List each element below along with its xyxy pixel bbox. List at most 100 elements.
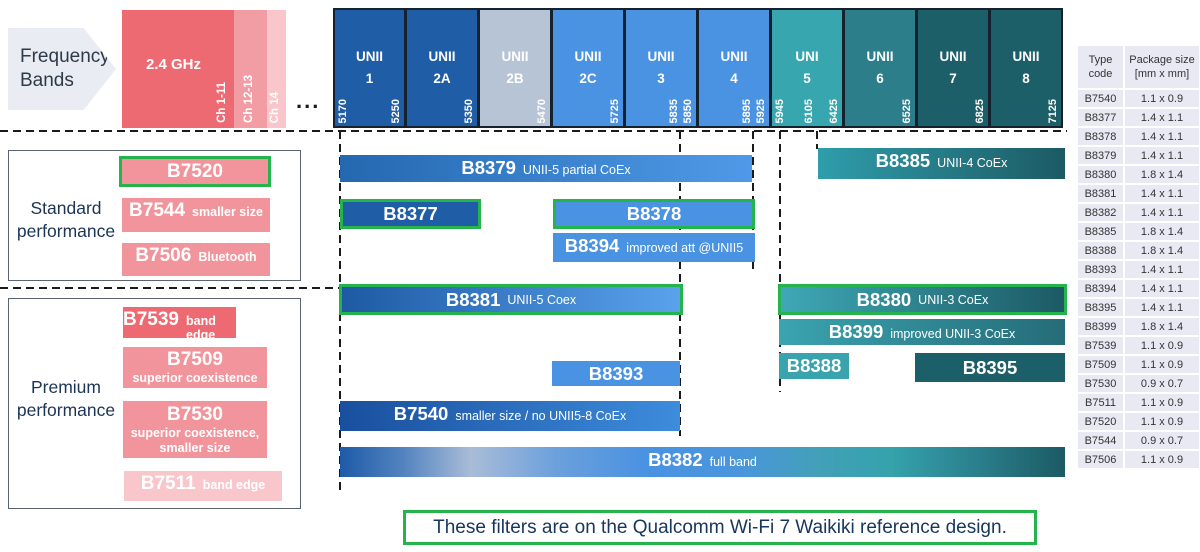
filter-bar-b8380: B8380 UNII-3 CoEx	[778, 284, 1067, 315]
dashed-line-horizontal-groups	[0, 287, 342, 289]
premium-performance-label: Premium performance	[16, 377, 116, 420]
table-cell-package-size: 1.4 x 1.1	[1125, 128, 1199, 145]
table-cell-type-code: B7544	[1078, 432, 1123, 449]
table-cell-package-size: 1.1 x 0.9	[1125, 356, 1199, 373]
filter-bar-b7540: B7540 smaller size / no UNII5-8 CoEx	[340, 401, 680, 431]
band-2-4ghz-label: 2.4 GHz	[146, 56, 202, 73]
channel-label-12-13: Ch 12-13	[243, 75, 255, 123]
freq-label: 5250	[390, 98, 402, 123]
table-cell-type-code: B8394	[1078, 280, 1123, 297]
freq-label: 5350	[463, 98, 475, 123]
table-row: B8381 1.4 x 1.1	[1078, 185, 1199, 202]
filter-bar-b8399: B8399 improved UNII-3 CoEx	[779, 319, 1065, 345]
footnote-text: These filters are on the Qualcomm Wi-Fi …	[433, 516, 1007, 538]
filter-b7509: B7509 superior coexistence	[123, 347, 267, 388]
table-row: B7506 1.1 x 0.9	[1078, 451, 1199, 468]
table-cell-type-code: B8388	[1078, 242, 1123, 259]
freq-label: 6825	[974, 98, 986, 123]
channel-label-14: Ch 14	[269, 91, 281, 123]
footnote-box: These filters are on the Qualcomm Wi-Fi …	[403, 510, 1037, 545]
freq-label: 6105	[803, 98, 815, 123]
table-cell-package-size: 1.4 x 1.1	[1125, 204, 1199, 221]
band-2-4ghz-ch12-13-segment	[234, 10, 267, 128]
filter-b7520: B7520	[119, 156, 271, 187]
table-cell-package-size: 1.4 x 1.1	[1125, 109, 1199, 126]
freq-label: 5470	[536, 98, 548, 123]
filter-bar-b8381: B8381 UNII-5 Coex	[339, 284, 683, 315]
table-cell-type-code: B8395	[1078, 299, 1123, 316]
filter-bar-b8394: B8394 improved att @UNII5	[553, 233, 755, 262]
filter-bar-b8382: B8382 full band	[340, 447, 1065, 477]
filter-b7539: B7539 band edge	[123, 307, 236, 342]
filter-b7530: B7530 superior coexistence, smaller size	[123, 401, 267, 458]
standard-performance-label: Standard performance	[16, 198, 116, 241]
table-row: B7520 1.1 x 0.9	[1078, 413, 1199, 430]
table-row: B8395 1.4 x 1.1	[1078, 299, 1199, 316]
table-cell-package-size: 1.4 x 1.1	[1125, 185, 1199, 202]
table-row: B8380 1.8 x 1.4	[1078, 166, 1199, 183]
band-2-4ghz: 2.4 GHz Ch 1-11 Ch 12-13 Ch 14	[122, 10, 286, 128]
table-cell-type-code: B8382	[1078, 204, 1123, 221]
table-cell-package-size: 1.4 x 1.1	[1125, 261, 1199, 278]
table-row: B8394 1.4 x 1.1	[1078, 280, 1199, 297]
freq-label: 6525	[901, 98, 913, 123]
table-cell-type-code: B7540	[1078, 90, 1123, 107]
table-row: B7540 1.1 x 0.9	[1078, 90, 1199, 107]
table-cell-package-size: 0.9 x 0.7	[1125, 375, 1199, 392]
table-cell-package-size: 1.1 x 0.9	[1125, 394, 1199, 411]
freq-label: 5725	[609, 98, 621, 123]
table-row: B8393 1.4 x 1.1	[1078, 261, 1199, 278]
header-package-size: Package size [mm x mm]	[1125, 46, 1199, 88]
dashed-line-5850	[679, 131, 681, 436]
freq-label: 5170	[337, 98, 349, 123]
table-cell-type-code: B8380	[1078, 166, 1123, 183]
table-cell-package-size: 1.1 x 0.9	[1125, 90, 1199, 107]
table-cell-type-code: B7506	[1078, 451, 1123, 468]
package-table-body: B7540 1.1 x 0.9 B8377 1.4 x 1.1 B8378 1.…	[1078, 90, 1199, 468]
table-cell-package-size: 1.4 x 1.1	[1125, 147, 1199, 164]
table-cell-package-size: 1.1 x 0.9	[1125, 337, 1199, 354]
table-cell-type-code: B7530	[1078, 375, 1123, 392]
table-row: B7509 1.1 x 0.9	[1078, 356, 1199, 373]
filter-bar-b8393: B8393	[552, 361, 680, 386]
channel-label-1-11: Ch 1-11	[216, 82, 228, 123]
ellipsis: ...	[296, 88, 321, 113]
table-cell-type-code: B7520	[1078, 413, 1123, 430]
table-row: B7511 1.1 x 0.9	[1078, 394, 1199, 411]
filter-b7544: B7544 smaller size	[122, 198, 270, 232]
filter-bar-b8377: B8377	[340, 199, 481, 229]
table-cell-package-size: 1.1 x 0.9	[1125, 413, 1199, 430]
table-row: B8388 1.8 x 1.4	[1078, 242, 1199, 259]
package-size-table: Type code Package size [mm x mm] B7540 1…	[1078, 46, 1199, 470]
table-cell-type-code: B8378	[1078, 128, 1123, 145]
freq-label: 7125	[1047, 98, 1059, 123]
table-row: B7544 0.9 x 0.7	[1078, 432, 1199, 449]
table-cell-type-code: B7509	[1078, 356, 1123, 373]
table-cell-package-size: 1.4 x 1.1	[1125, 299, 1199, 316]
table-cell-type-code: B7511	[1078, 394, 1123, 411]
dashed-line-5945	[779, 131, 781, 392]
table-row: B7539 1.1 x 0.9	[1078, 337, 1199, 354]
freq-label: 5835	[668, 98, 680, 123]
frequency-bands-arrow: Frequency Bands	[8, 28, 116, 110]
table-cell-type-code: B7539	[1078, 337, 1123, 354]
dashed-line-6105	[816, 131, 818, 149]
header-type-code: Type code	[1078, 46, 1123, 88]
freq-label: 5850	[682, 98, 694, 123]
filter-bar-b8395: B8395	[915, 353, 1065, 382]
table-row: B8399 1.8 x 1.4	[1078, 318, 1199, 335]
freq-label: 5895	[741, 98, 753, 123]
table-cell-type-code: B8393	[1078, 261, 1123, 278]
band-2-4ghz-ch14-segment	[267, 10, 286, 128]
table-cell-package-size: 1.8 x 1.4	[1125, 223, 1199, 240]
